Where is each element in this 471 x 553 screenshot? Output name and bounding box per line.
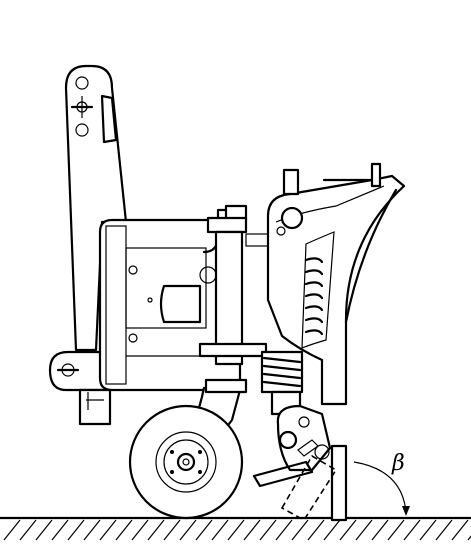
hitch-mast <box>64 64 128 352</box>
hitch-hole-bottom <box>75 123 89 137</box>
tine-pivot-icon <box>278 430 298 450</box>
angle-beta-label: β <box>391 451 405 476</box>
hatch-line <box>355 519 373 541</box>
ground-hatching <box>3 519 471 541</box>
shank-spring-coils <box>304 257 324 336</box>
hatch-line <box>99 519 117 541</box>
hatch-line <box>147 519 165 541</box>
hitch-hole-top <box>75 76 89 90</box>
hatch-line <box>19 519 37 541</box>
hatch-line <box>3 519 21 541</box>
hatch-line <box>243 519 261 541</box>
spring-plate <box>198 342 268 358</box>
tine-blade <box>330 444 348 522</box>
hatch-line <box>371 519 389 541</box>
hatch-line <box>67 519 85 541</box>
hatch-line <box>51 519 69 541</box>
hatch-line <box>275 519 293 541</box>
hatch-line <box>83 519 101 541</box>
hatch-line <box>451 519 469 541</box>
hatch-line <box>163 519 181 541</box>
hatch-line <box>403 519 421 541</box>
hatch-line <box>211 519 229 541</box>
hatch-line <box>291 519 309 541</box>
hatch-line <box>131 519 149 541</box>
hatch-line <box>307 519 325 541</box>
hydraulic-motor <box>159 284 202 324</box>
hatch-line <box>419 519 437 541</box>
hatch-line <box>259 519 277 541</box>
hatch-line <box>35 519 53 541</box>
hatch-line <box>339 519 357 541</box>
hatch-line <box>195 519 213 541</box>
hatch-line <box>115 519 133 541</box>
wheel-hub-icon <box>176 452 196 472</box>
curved-shank <box>266 162 406 406</box>
gauge-wheel <box>128 404 244 520</box>
hatch-line <box>435 519 453 541</box>
ground <box>0 516 471 541</box>
tine-assembly <box>252 404 348 522</box>
angle-annotation: β <box>345 451 410 518</box>
main-frame <box>98 204 271 392</box>
hatch-line <box>387 519 405 541</box>
hatch-line <box>227 519 245 541</box>
tine-alternate-position <box>280 454 338 522</box>
compression-spring <box>260 350 304 416</box>
hatch-line <box>323 519 341 541</box>
hatch-line <box>179 519 197 541</box>
shank-pivot-pin-icon <box>280 206 304 230</box>
